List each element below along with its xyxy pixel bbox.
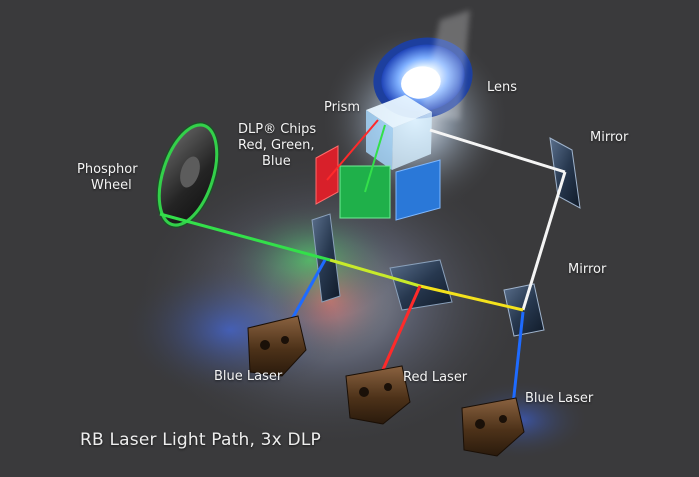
lens-label: Lens <box>487 80 518 95</box>
blue-laser-left-module <box>247 315 307 377</box>
blue-laser-right-label: Blue Laser <box>525 391 594 406</box>
blue-laser-right-module <box>461 397 525 457</box>
dlp-chip-blue <box>395 159 441 221</box>
beam-red <box>380 285 422 373</box>
beam-yellow-2 <box>419 284 524 312</box>
blue-laser-left-label: Blue Laser <box>214 369 283 384</box>
beam-yellow-1 <box>329 258 421 288</box>
beam-white-prism-to-mirror <box>429 128 566 174</box>
phosphor-wheel-label: Phosphor Wheel <box>77 162 138 193</box>
red-laser-module <box>345 365 411 425</box>
beam-white-mirror-to-mirror <box>521 171 567 311</box>
dlp-chips-label: DLP® Chips Red, Green, Blue <box>238 122 317 169</box>
beam-blue-right <box>511 311 525 406</box>
green-glow <box>220 200 400 320</box>
prism-label: Prism <box>324 100 361 115</box>
beam-green-to-chip <box>364 124 386 193</box>
red-laser-label: Red Laser <box>403 370 468 385</box>
lens-light-cone <box>420 10 470 120</box>
beam-green <box>159 212 331 262</box>
dlp-chip-red <box>315 145 339 205</box>
mirror-bottom-label: Mirror <box>568 262 607 277</box>
phosphor-wheel <box>156 121 220 229</box>
beam-red-to-chip <box>326 119 379 181</box>
mirror-top-label: Mirror <box>590 130 629 145</box>
diagram-caption: RB Laser Light Path, 3x DLP <box>80 430 321 450</box>
